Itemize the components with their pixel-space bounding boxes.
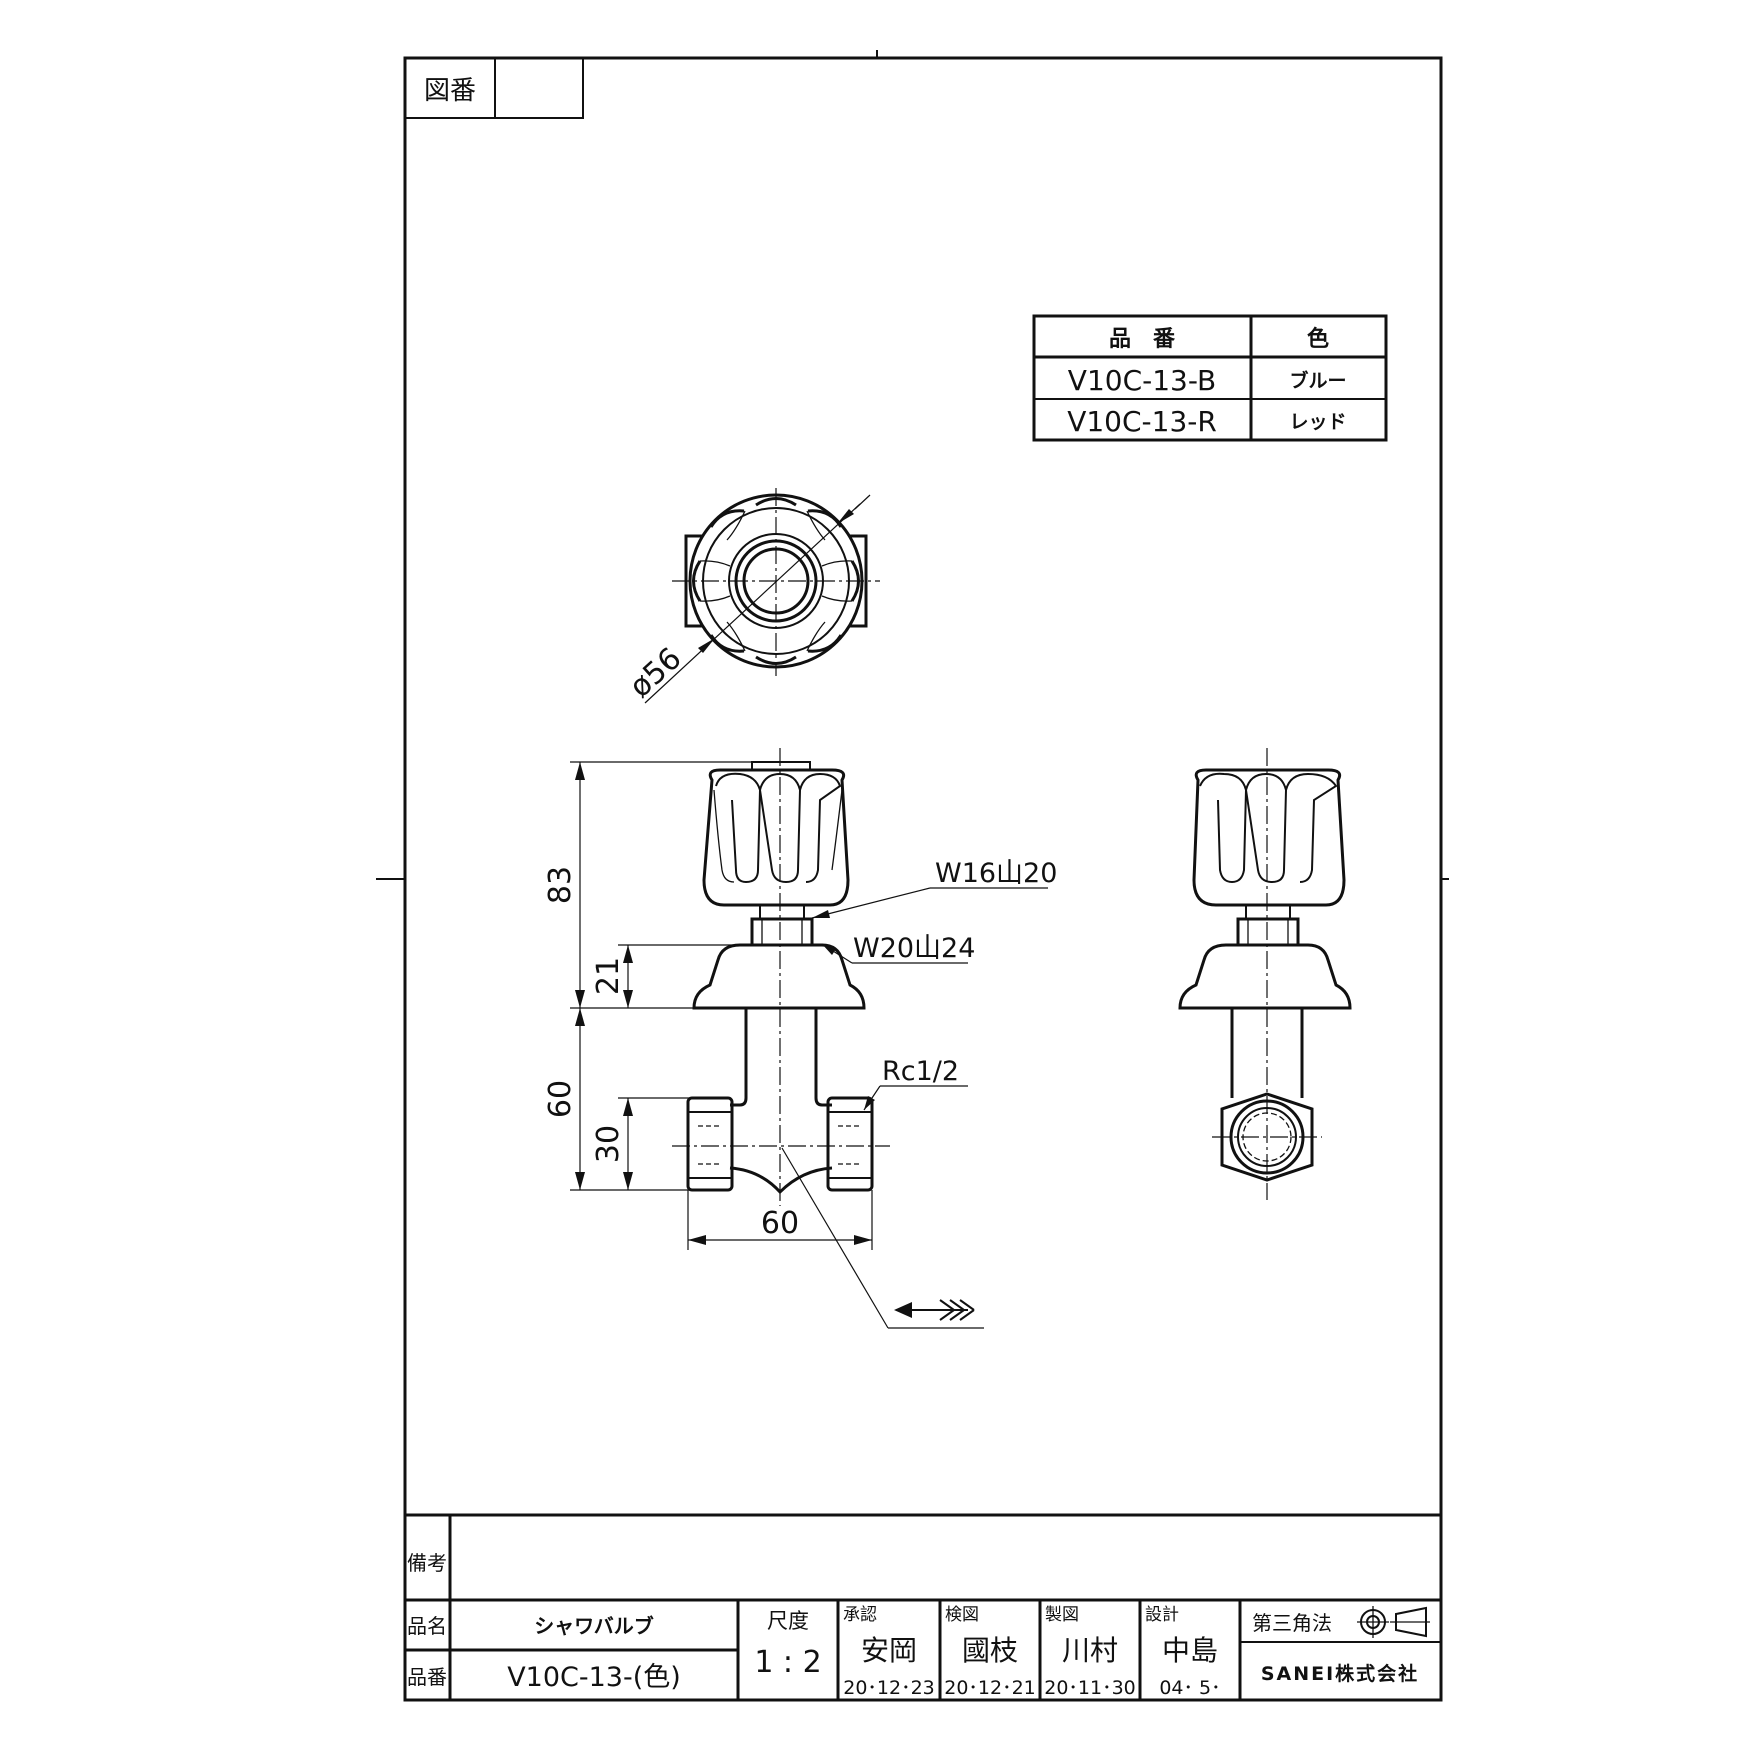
parts-table: 品 番 色 V10C-13-B ブルー V10C-13-R レッド — [1032, 314, 1388, 442]
drawing-no-label: 図番 — [424, 76, 476, 106]
third-angle-projection-icon — [1357, 1606, 1430, 1638]
design-name: 中島 — [1162, 1634, 1218, 1667]
top-view — [644, 488, 880, 704]
inspect-label: 検図 — [945, 1605, 979, 1625]
drawn-label: 製図 — [1045, 1605, 1079, 1625]
drawn-name: 川村 — [1062, 1634, 1118, 1667]
dim-thread-w20: W20山24 — [853, 933, 975, 964]
dim-body-height: 60 — [543, 1080, 578, 1118]
company-name: SANEI株式会社 — [1261, 1662, 1419, 1685]
parts-header-part-no: 品 番 — [1109, 327, 1176, 352]
design-label: 設計 — [1145, 1605, 1179, 1625]
scale-label: 尺度 — [767, 1609, 809, 1633]
parts-row-color: レッド — [1289, 411, 1346, 433]
approval-label: 承認 — [843, 1605, 877, 1625]
dim-knob-diameter: ø56 — [623, 641, 688, 705]
design-date: 04･ 5･ — [1159, 1677, 1220, 1699]
dim-total-height: 83 — [543, 866, 578, 904]
dim-port-height: 30 — [591, 1125, 626, 1163]
inspect-date: 20･12･21 — [944, 1677, 1036, 1699]
product-no: V10C-13-(色) — [507, 1662, 681, 1693]
scale-value: 1 : 2 — [754, 1645, 821, 1680]
drawing-number-box: 図番 — [404, 57, 584, 119]
parts-header-color: 色 — [1307, 326, 1329, 352]
dim-body-width: 60 — [761, 1206, 799, 1241]
parts-row-part-no: V10C-13-B — [1068, 364, 1216, 397]
approval-date: 20･12･23 — [843, 1677, 935, 1699]
inspect-name: 國枝 — [962, 1634, 1018, 1667]
approval-name: 安岡 — [861, 1634, 917, 1667]
dim-thread-rc: Rc1/2 — [882, 1056, 959, 1087]
product-name: シャワバルブ — [534, 1614, 654, 1638]
projection-label: 第三角法 — [1252, 1611, 1332, 1635]
drawn-date: 20･11･30 — [1044, 1677, 1136, 1699]
front-dimensions — [570, 761, 1048, 1329]
parts-row-part-no: V10C-13-R — [1067, 405, 1217, 438]
dim-thread-w16: W16山20 — [935, 858, 1057, 889]
product-no-label: 品番 — [407, 1665, 447, 1689]
dim-flange-height: 21 — [591, 957, 626, 995]
parts-row-color: ブルー — [1289, 369, 1346, 392]
remarks-label: 備考 — [407, 1551, 447, 1575]
title-block: 備考 品名 シャワバルブ 品番 V10C-13-(色) 尺度 1 : 2 承認 … — [403, 1513, 1443, 1702]
front-view — [672, 748, 890, 1206]
side-view — [1178, 748, 1352, 1200]
product-name-label: 品名 — [407, 1614, 447, 1638]
